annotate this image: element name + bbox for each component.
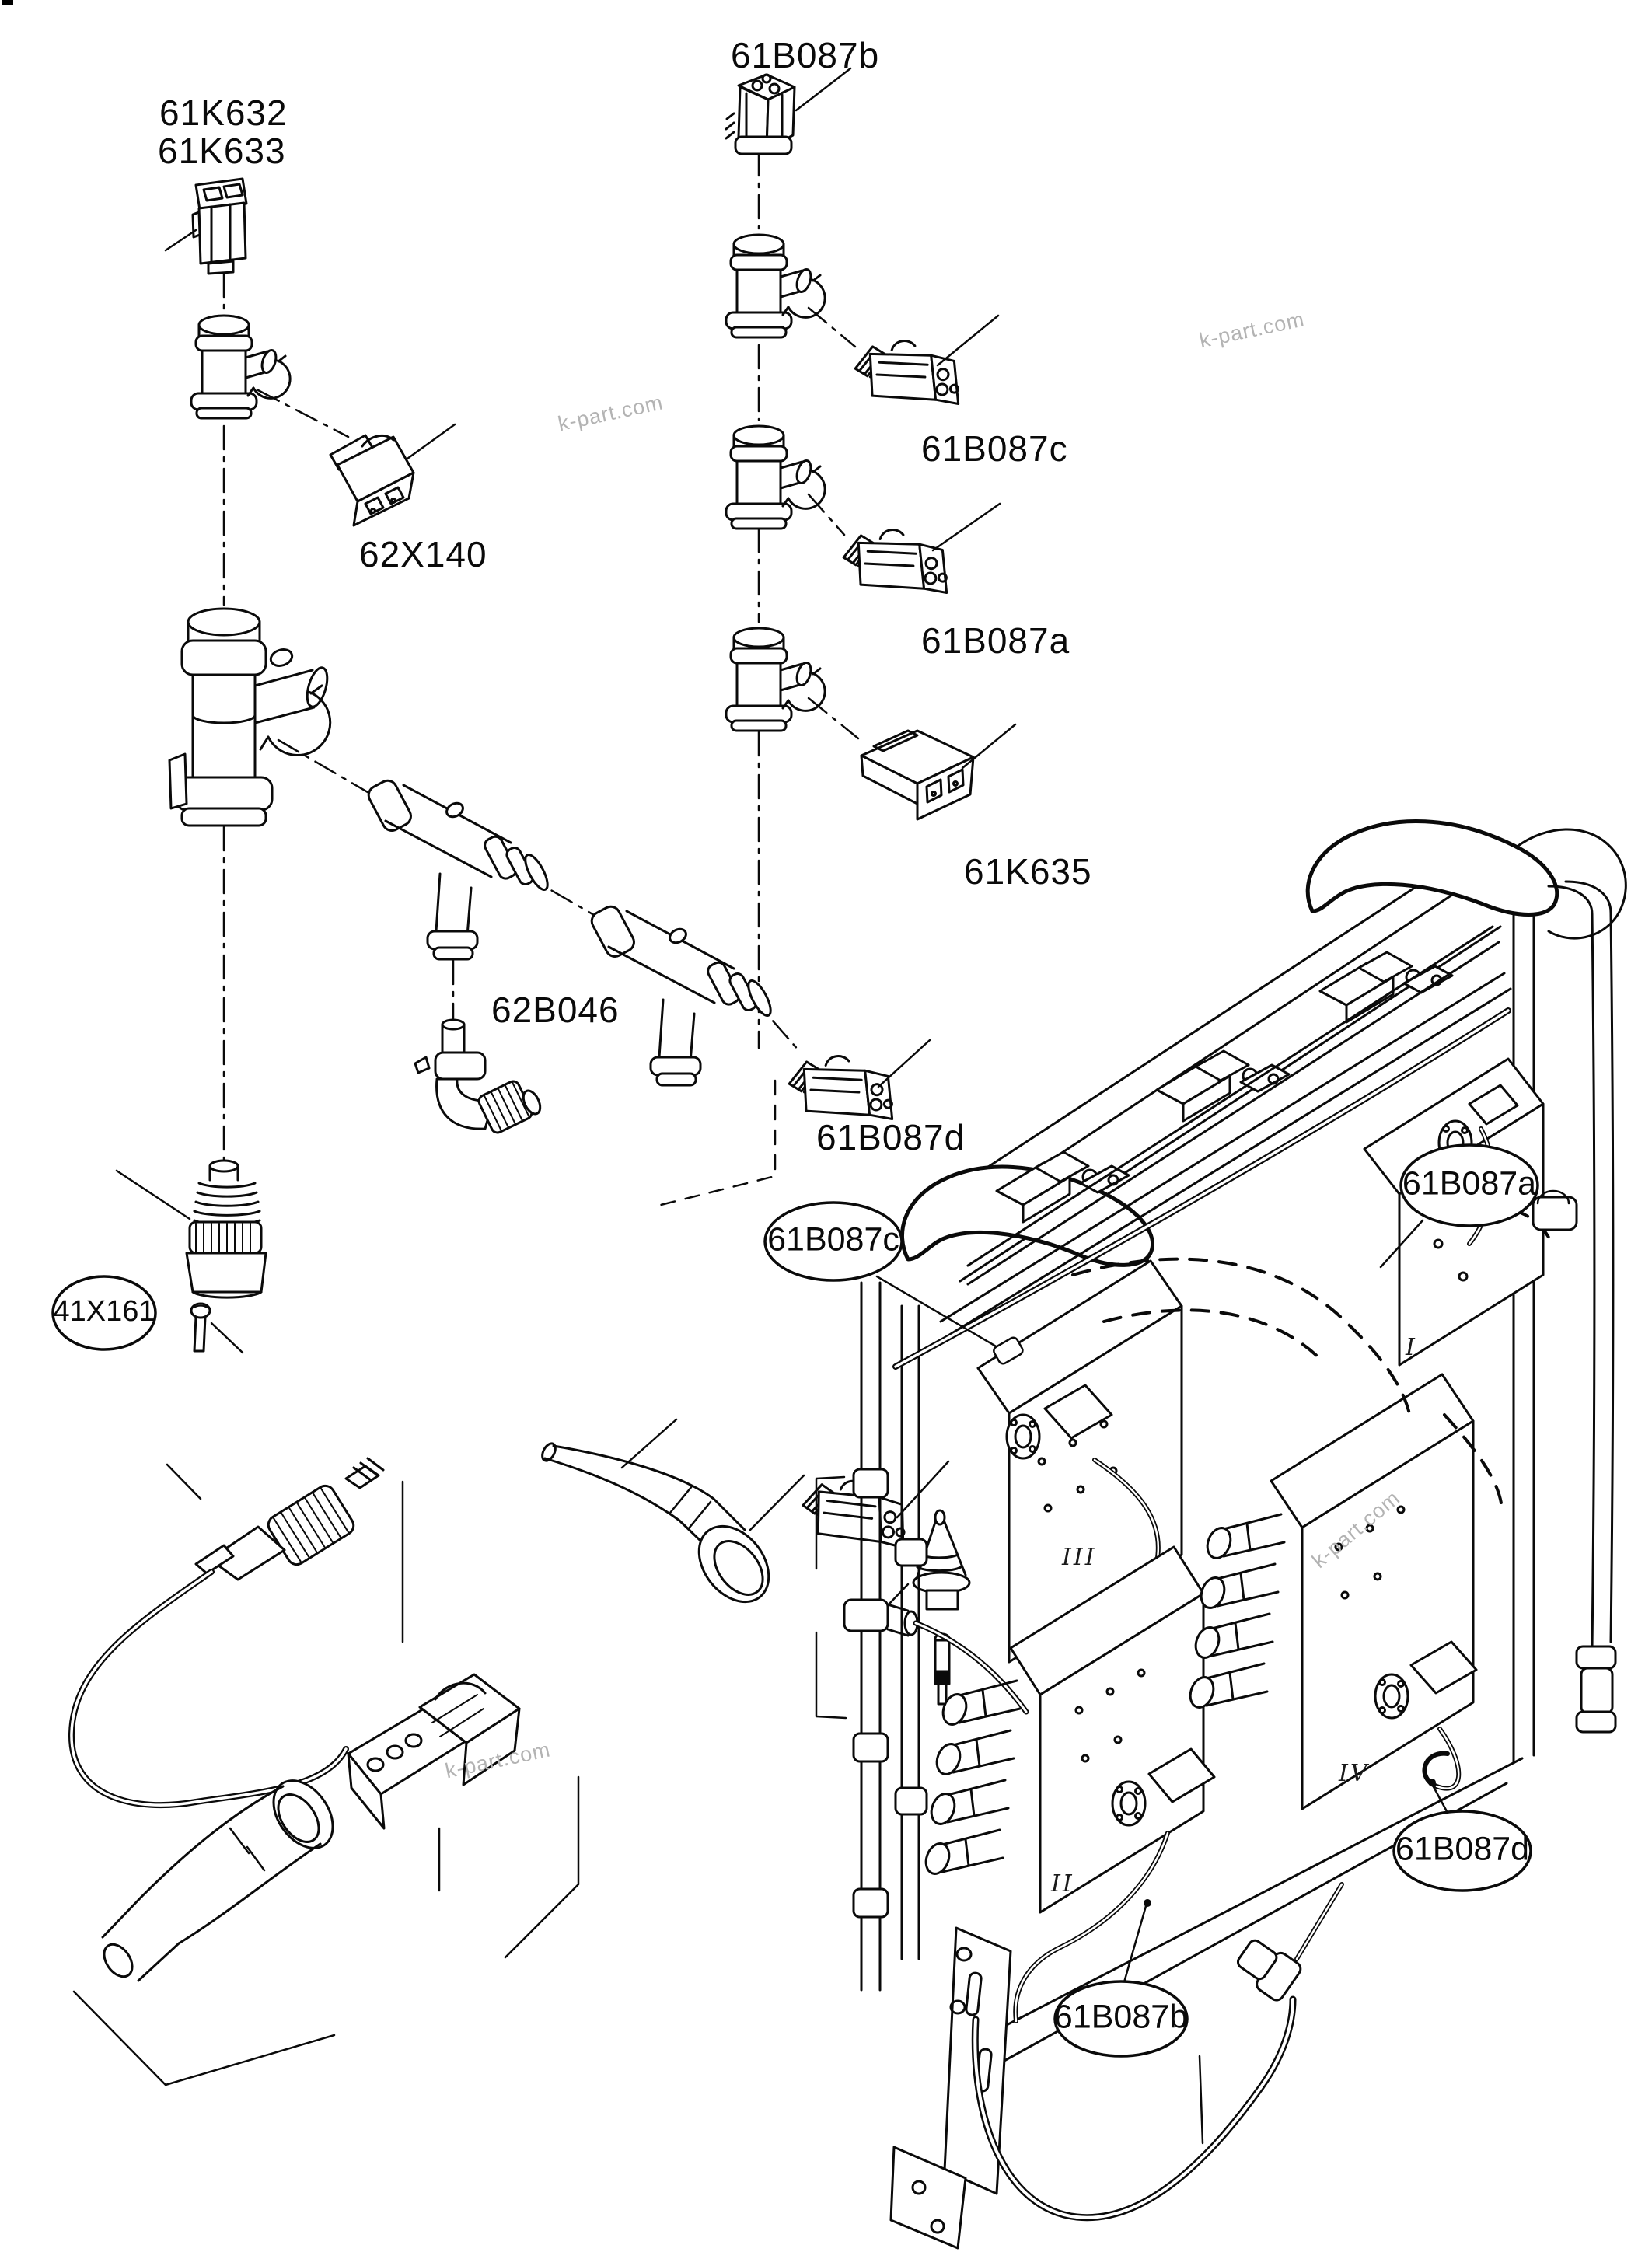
callout-ellipse-61B087c — [763, 1201, 903, 1282]
callout-61B087c: 61B087c — [767, 1220, 899, 1259]
label-61B087d-mid: 61B087d — [816, 1117, 966, 1157]
numeral-II: II — [1051, 1870, 1074, 1898]
numeral-I: I — [1406, 1334, 1417, 1361]
valve-block-IV — [1185, 1373, 1478, 1810]
label-61K635: 61K635 — [964, 851, 1092, 892]
part-61K635-connector — [860, 723, 1017, 821]
label-62X140: 62X140 — [359, 534, 487, 574]
dashed-outline-marks — [659, 1079, 777, 1206]
label-61K633: 61K633 — [158, 131, 286, 171]
tee-fitting-mid-1 — [725, 233, 826, 339]
rubber-boot-connector-upper — [541, 1418, 805, 1604]
part-62X140-connector — [329, 423, 456, 527]
callout-61B087a: 61B087a — [1402, 1164, 1537, 1203]
callout-61B087b: 61B087b — [1053, 1998, 1189, 2036]
harness-61B087b-cable — [971, 1882, 1344, 2222]
tee-fitting-mid-2 — [725, 424, 826, 530]
tee-fitting-left — [190, 314, 292, 420]
tee-assembly-large — [168, 607, 332, 827]
part-61K632-cartridge-connector — [164, 177, 248, 275]
tee-fitting-62B046 — [367, 779, 549, 961]
label-61K632: 61K632 — [159, 93, 288, 133]
leader-61B087a — [931, 502, 1001, 552]
callout-41X161: 41X161 — [53, 1294, 155, 1328]
corner-mark-bottom-left — [72, 1990, 336, 2086]
callout-ellipse-61B087a — [1399, 1143, 1539, 1227]
numeral-III: III — [1062, 1544, 1097, 1571]
callout-61B087d: 61B087d — [1395, 1830, 1530, 1868]
label-61B087c-mid: 61B087c — [921, 428, 1068, 469]
part-61B087a-connector — [837, 512, 957, 621]
leader-61B087c — [936, 314, 1000, 367]
bracket-mounted-connector — [347, 1673, 580, 1959]
label-61B087b-top: 61B087b — [731, 35, 880, 75]
leader-cluster-connector — [896, 1460, 950, 1519]
page-corner-artifact — [2, 0, 13, 5]
threaded-adapter — [115, 1159, 267, 1299]
part-61B087c-connector — [849, 323, 969, 432]
valve-block-II — [920, 1545, 1216, 2023]
callout-ellipses — [51, 1143, 1539, 2058]
label-61B087a-mid: 61B087a — [921, 620, 1070, 661]
right-side-hose — [1532, 880, 1617, 1734]
hose-bundle-left — [843, 1281, 1029, 1992]
callout-ellipse-41X161 — [51, 1275, 157, 1351]
leader-61B087d — [877, 1039, 931, 1088]
numeral-IV: IV — [1339, 1760, 1370, 1787]
callout-ellipse-61B087d — [1392, 1810, 1532, 1892]
label-62B046: 62B046 — [491, 990, 620, 1030]
valve-panel-assembly — [843, 819, 1627, 2250]
solenoid-cluster-3 — [1318, 951, 1454, 1024]
mounting-bracket — [889, 1926, 1012, 2250]
elbow-fitting — [414, 1018, 542, 1134]
tee-fitting-mid-3 — [725, 627, 826, 732]
solenoid-cluster-2 — [1155, 1049, 1291, 1123]
rubber-boot-connector-lower — [101, 1779, 334, 1982]
screw-41X161 — [190, 1302, 244, 1354]
callout-leaders — [875, 1219, 1449, 1984]
part-61B087b-top-connector — [725, 67, 852, 155]
callout-ellipse-61B087b — [1053, 1980, 1189, 2058]
